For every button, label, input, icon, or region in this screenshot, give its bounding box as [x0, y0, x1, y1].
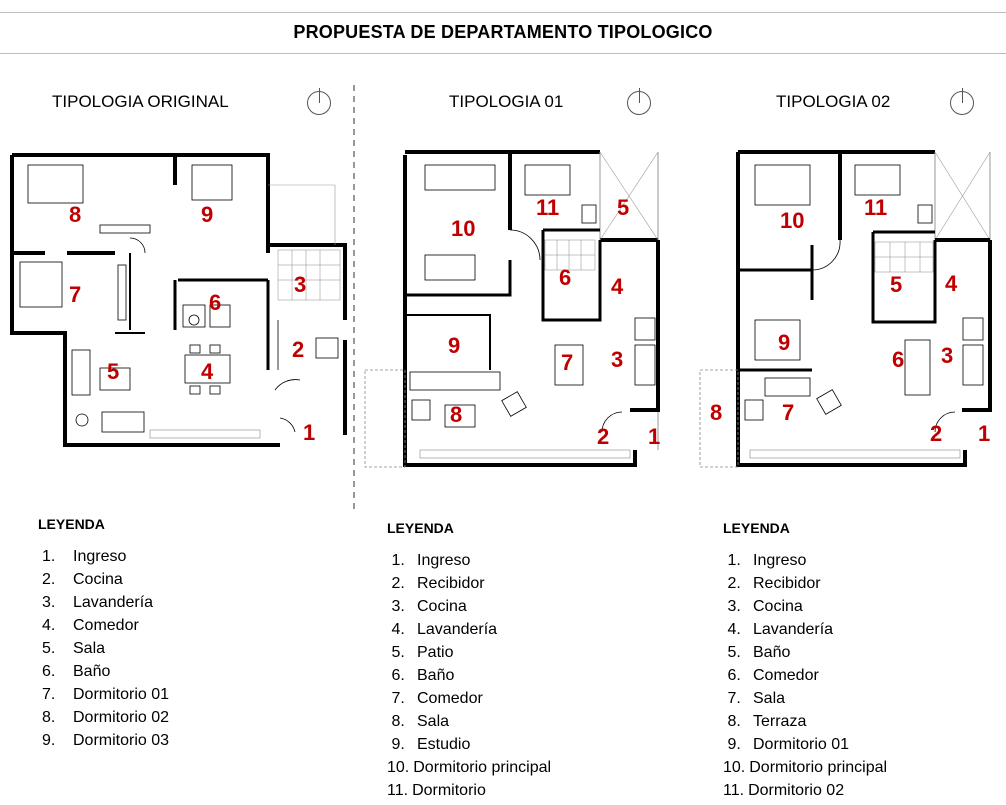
legend-02: LEYENDA 1.Ingreso 2.Recibidor 3.Cocina 4… [723, 517, 887, 802]
room-number: 6 [892, 347, 904, 372]
legend-list: 1.Ingreso 2.Cocina 3.Lavandería 4.Comedo… [38, 545, 169, 752]
legend-list: 1.Ingreso 2.Recibidor 3.Cocina 4.Lavande… [387, 549, 551, 802]
legend-item: 2.Cocina [42, 571, 123, 588]
legend-item: 3.Cocina [723, 598, 803, 615]
legend-item: 2.Recibidor [723, 575, 821, 592]
title-rule-bottom [0, 53, 1006, 54]
room-number: 2 [930, 421, 942, 446]
room-number: 7 [69, 282, 81, 307]
room-numbers-02: 1 2 3 4 5 6 7 8 9 10 11 [710, 195, 990, 446]
legend-original: LEYENDA 1.Ingreso 2.Cocina 3.Lavandería … [38, 513, 169, 752]
legend-item: 6.Baño [387, 667, 455, 684]
legend-item: 11.Dormitorio [387, 782, 486, 799]
room-number: 1 [648, 424, 660, 449]
plan-01 [364, 150, 660, 468]
plan-original [10, 153, 347, 447]
room-number: 3 [611, 347, 623, 372]
room-number: 5 [107, 359, 119, 384]
legend-item: 3.Lavandería [42, 594, 154, 611]
room-number: 10 [780, 208, 804, 233]
room-number: 6 [559, 265, 571, 290]
north-compass-icon [627, 88, 651, 115]
legend-title: LEYENDA [723, 520, 790, 536]
room-number: 1 [978, 421, 990, 446]
title-rule-top [0, 12, 1006, 13]
room-number: 2 [597, 424, 609, 449]
legend-item: 8.Dormitorio 02 [42, 709, 170, 726]
room-number: 4 [201, 359, 214, 384]
room-number: 11 [536, 195, 559, 220]
legend-item: 5.Patio [387, 644, 454, 661]
north-compass-icon [307, 88, 331, 115]
room-numbers-01: 1 2 3 4 5 6 7 8 9 10 11 [448, 195, 660, 449]
legend-list: 1.Ingreso 2.Recibidor 3.Cocina 4.Lavande… [723, 549, 887, 802]
room-number: 5 [617, 195, 629, 220]
legend-item: 6.Baño [42, 663, 111, 680]
legend-item: 7.Dormitorio 01 [42, 686, 170, 703]
room-number: 9 [448, 333, 460, 358]
room-number: 8 [69, 202, 81, 227]
legend-item: 5.Baño [723, 644, 791, 661]
legend-item: 11.Dormitorio 02 [723, 782, 845, 799]
legend-item: 4.Lavandería [723, 621, 834, 638]
room-number: 8 [450, 402, 462, 427]
room-number: 3 [941, 343, 953, 368]
legend-title: LEYENDA [38, 516, 105, 532]
legend-item: 5.Sala [42, 640, 106, 657]
legend-item: 1.Ingreso [387, 552, 471, 569]
legend-item: 8.Sala [387, 713, 450, 730]
legend-item: 1.Ingreso [723, 552, 807, 569]
legend-item: 2.Recibidor [387, 575, 485, 592]
legend-item: 9.Estudio [387, 736, 471, 753]
legend-item: 9.Dormitorio 01 [723, 736, 850, 753]
plan-title-original: TIPOLOGIA ORIGINAL [52, 92, 229, 111]
room-numbers-original: 1 2 3 4 5 6 7 8 9 [69, 202, 315, 445]
room-number: 8 [710, 400, 722, 425]
room-number: 3 [294, 272, 306, 297]
legend-item: 10.Dormitorio principal [387, 759, 552, 776]
room-number: 9 [778, 330, 790, 355]
room-number: 6 [209, 290, 221, 315]
legend-item: 3.Cocina [387, 598, 467, 615]
legend-item: 7.Sala [723, 690, 786, 707]
room-number: 10 [451, 216, 475, 241]
room-number: 1 [303, 420, 315, 445]
room-number: 4 [945, 271, 958, 296]
room-number: 9 [201, 202, 213, 227]
room-number: 7 [561, 350, 573, 375]
room-number: 7 [782, 400, 794, 425]
legend-item: 7.Comedor [387, 690, 483, 707]
plan-02 [699, 150, 992, 468]
room-number: 2 [292, 337, 304, 362]
north-compass-icon [950, 88, 974, 115]
plan-title-01: TIPOLOGIA 01 [449, 92, 564, 111]
legend-item: 1.Ingreso [42, 548, 127, 565]
page-title: PROPUESTA DE DEPARTAMENTO TIPOLOGICO [293, 22, 713, 42]
legend-item: 4.Comedor [42, 617, 139, 634]
legend-item: 8.Terraza [723, 713, 807, 730]
legend-item: 6.Comedor [723, 667, 819, 684]
legend-item: 9.Dormitorio 03 [42, 732, 170, 749]
plan-title-02: TIPOLOGIA 02 [776, 92, 891, 111]
legend-01: LEYENDA 1.Ingreso 2.Recibidor 3.Cocina 4… [387, 517, 551, 802]
legend-title: LEYENDA [387, 520, 454, 536]
room-number: 5 [890, 272, 902, 297]
room-number: 4 [611, 274, 624, 299]
legend-item: 10.Dormitorio principal [723, 759, 888, 776]
room-number: 11 [864, 195, 887, 220]
legend-item: 4.Lavandería [387, 621, 498, 638]
